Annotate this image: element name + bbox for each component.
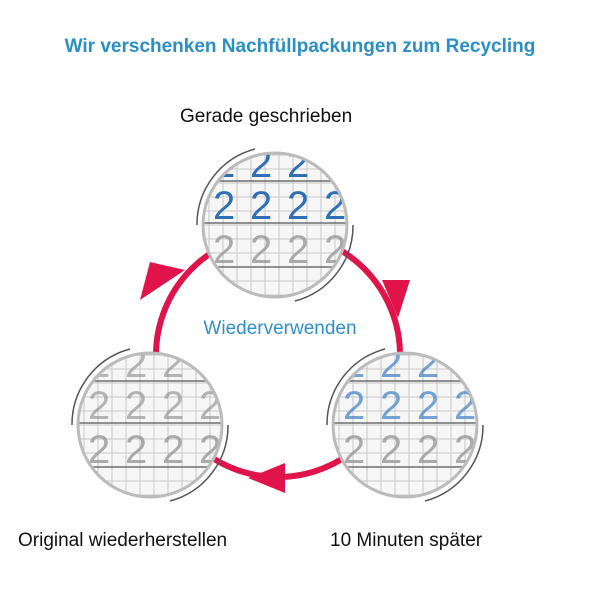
practice-digit: 2 <box>324 142 346 186</box>
practice-digit: 2 <box>125 384 147 428</box>
practice-digit: 2 <box>343 384 365 428</box>
practice-digit: 2 <box>162 342 184 386</box>
practice-digit: 2 <box>287 184 309 228</box>
practice-digit: 2 <box>380 342 402 386</box>
practice-digit: 2 <box>343 342 365 386</box>
stage-label-restore: Original wiederherstellen <box>18 530 228 551</box>
practice-digit: 2 <box>417 384 439 428</box>
practice-digit: 2 <box>343 428 365 472</box>
center-label: Wiederverwenden <box>203 318 357 339</box>
practice-digit: 2 <box>125 428 147 472</box>
arrow-down-icon <box>382 280 410 318</box>
arrow-up-icon <box>140 262 185 300</box>
practice-digit: 2 <box>250 228 272 272</box>
practice-digit: 2 <box>380 384 402 428</box>
practice-digit: 2 <box>454 342 476 386</box>
practice-digit: 2 <box>125 342 147 386</box>
practice-digit: 2 <box>250 184 272 228</box>
practice-digit: 2 <box>417 428 439 472</box>
stage-label-10-minutes: 10 Minuten später <box>330 530 483 551</box>
page-title: Wir verschenken Nachfüllpackungen zum Re… <box>64 36 536 57</box>
practice-digit: 2 <box>88 428 110 472</box>
practice-digit: 2 <box>287 228 309 272</box>
arrow-left-icon <box>248 463 285 493</box>
practice-digit: 2 <box>88 384 110 428</box>
practice-digit: 2 <box>88 342 110 386</box>
practice-digit: 2 <box>162 428 184 472</box>
practice-digit: 2 <box>213 228 235 272</box>
practice-digit: 2 <box>199 342 221 386</box>
practice-digit: 2 <box>162 384 184 428</box>
practice-digit: 2 <box>417 342 439 386</box>
practice-digit: 2 <box>380 428 402 472</box>
practice-digit: 2 <box>250 142 272 186</box>
practice-digit: 2 <box>287 142 309 186</box>
practice-digit: 2 <box>213 142 235 186</box>
practice-digit: 2 <box>213 184 235 228</box>
stage-label-just-written: Gerade geschrieben <box>180 106 353 127</box>
